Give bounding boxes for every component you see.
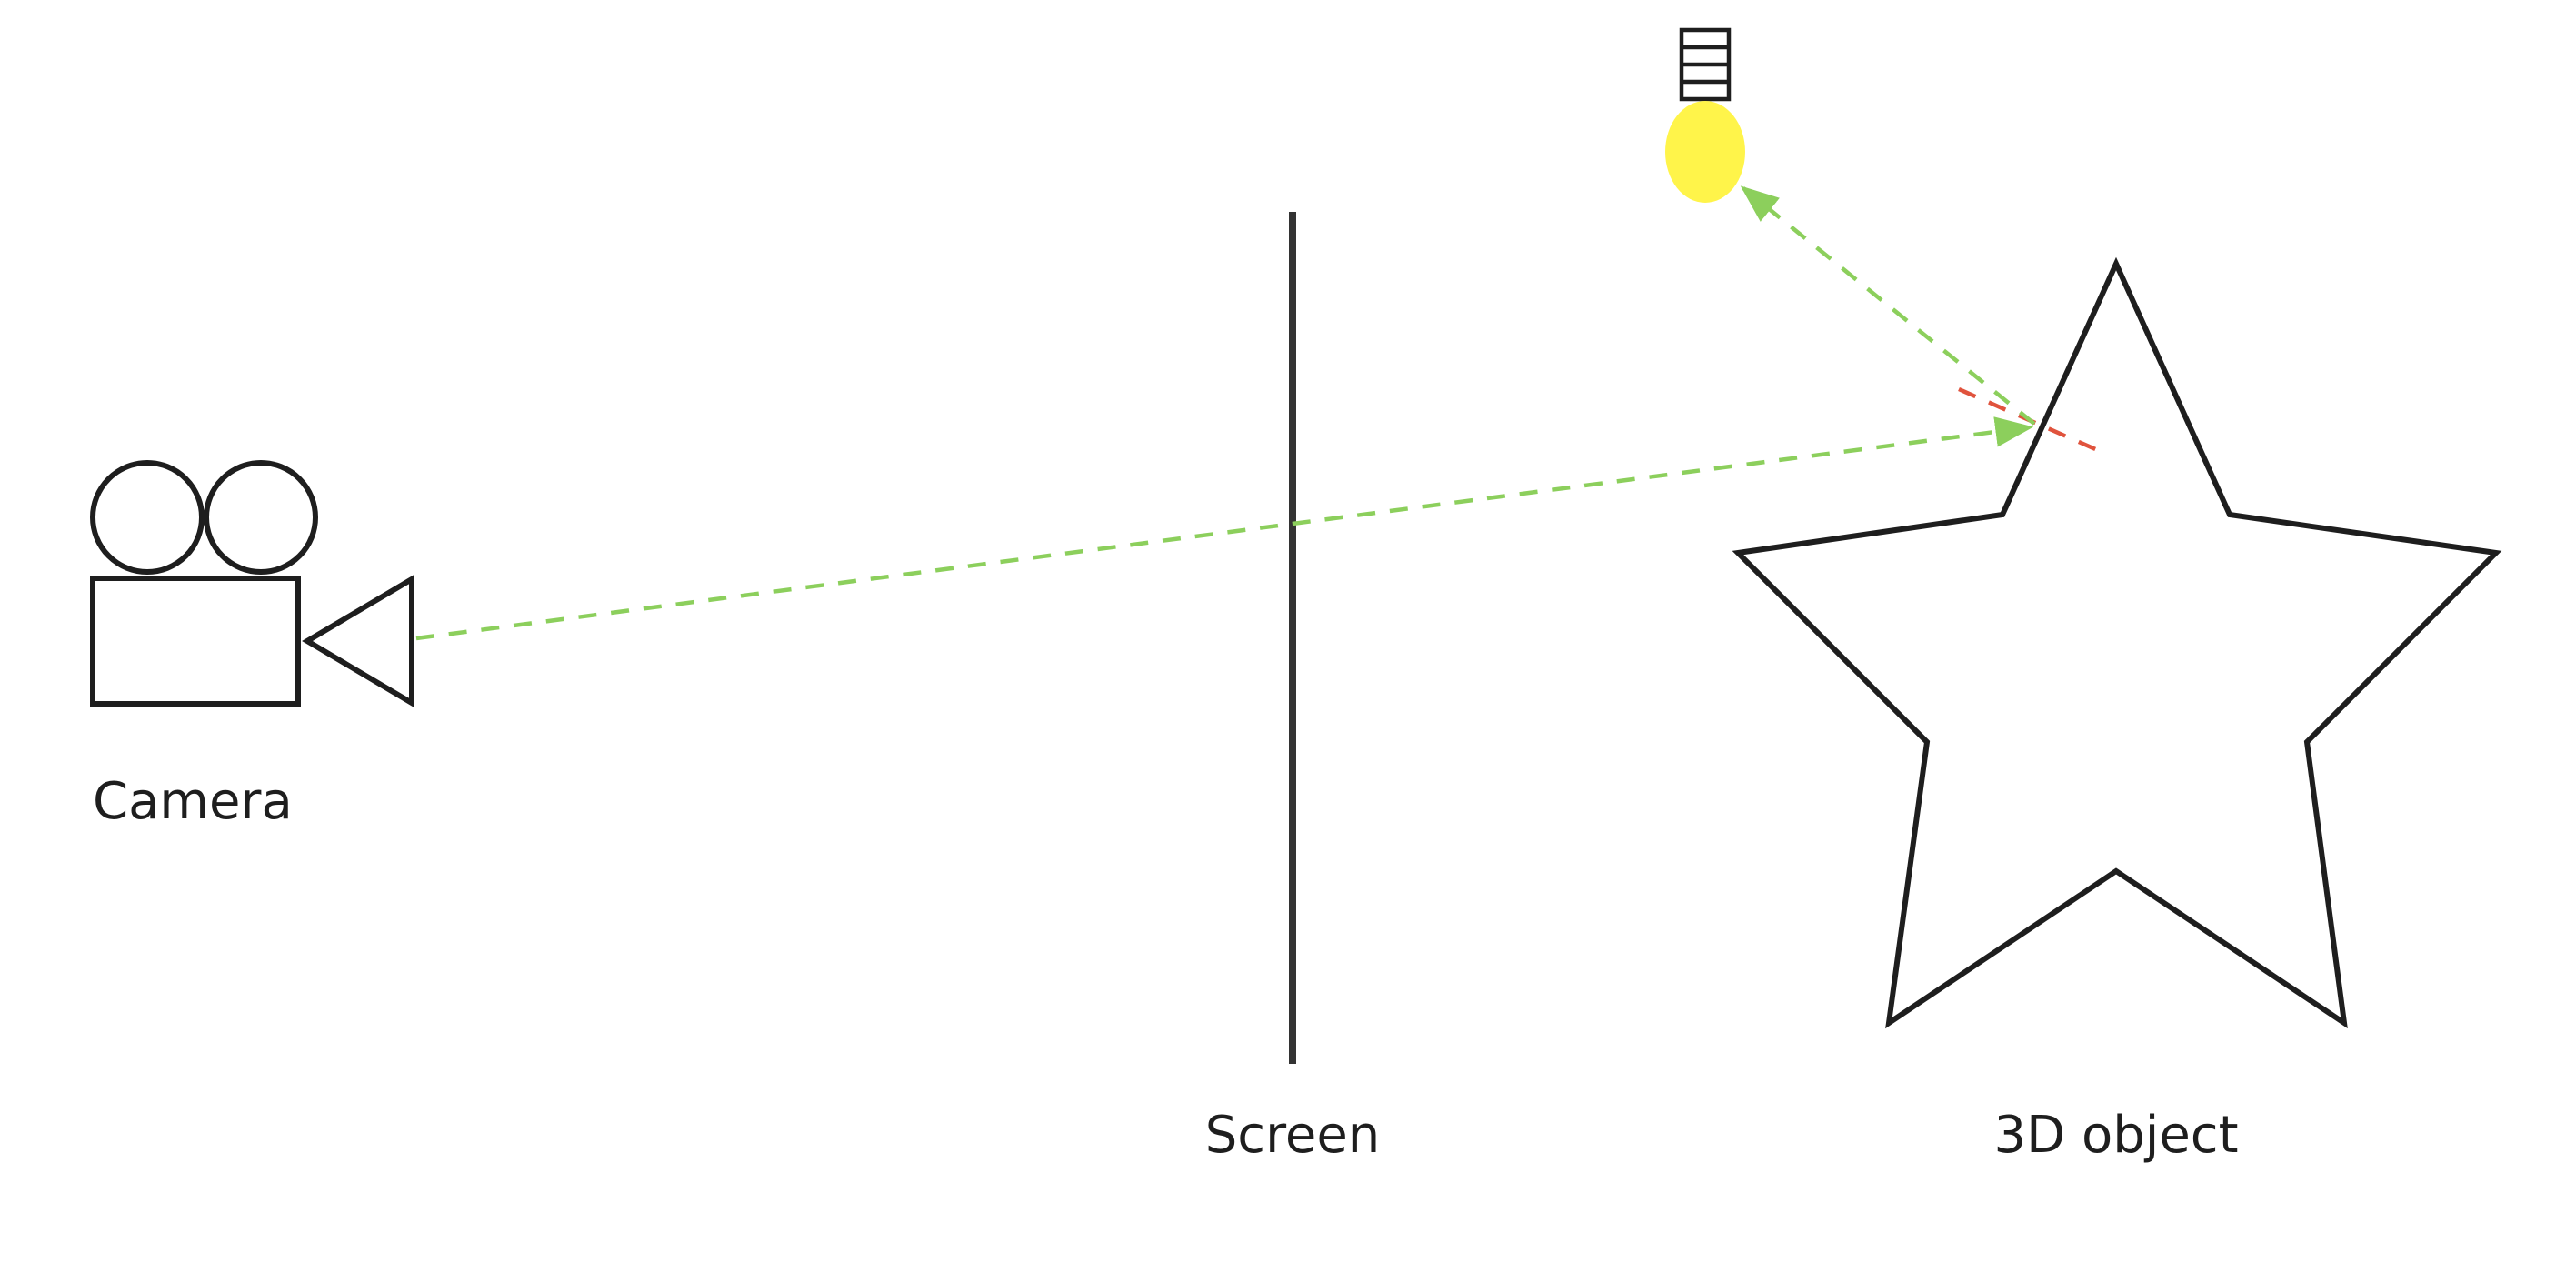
camera-reel-left [90, 460, 205, 575]
camera-reel-right [204, 460, 318, 575]
star-shape [1732, 256, 2502, 1029]
camera-label: Camera [93, 772, 293, 831]
light-bulb-glow [1665, 101, 1745, 203]
object-label: 3D object [1993, 1106, 2238, 1165]
shadow-ray [1740, 185, 2036, 426]
camera-ray [415, 416, 2034, 641]
video-camera-icon [90, 460, 414, 708]
camera-body [90, 576, 301, 707]
screen-label: Screen [1205, 1106, 1381, 1165]
camera-lens [302, 574, 414, 708]
light-bulb-icon [1665, 27, 1745, 203]
